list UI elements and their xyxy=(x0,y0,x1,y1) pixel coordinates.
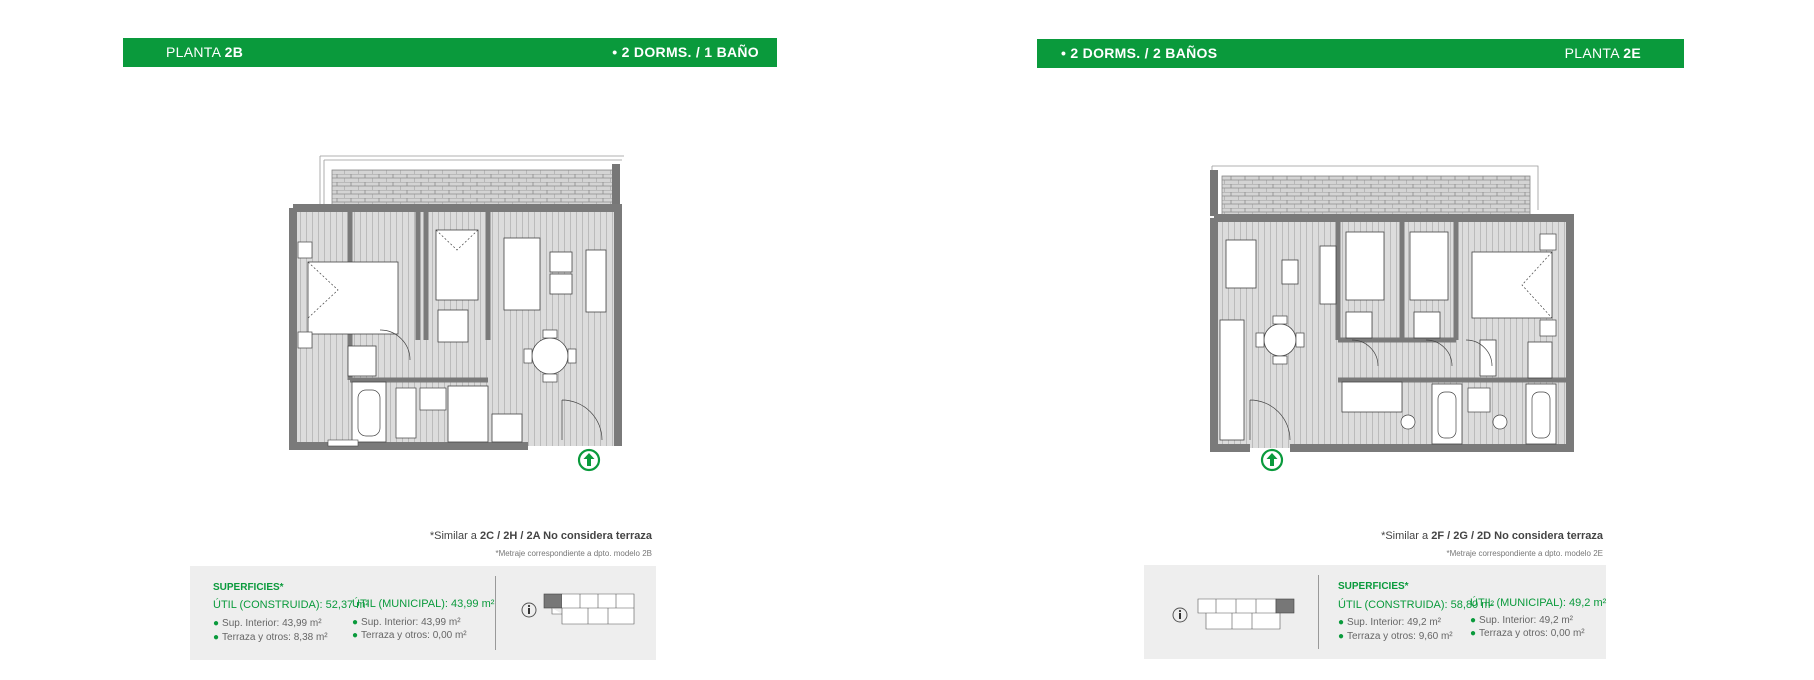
left-metraje-note: *Metraje correspondiente a dpto. modelo … xyxy=(495,549,652,558)
right-sup-interior-2: ●Sup. Interior: 49,2 m² xyxy=(1470,615,1573,626)
left-info-icon xyxy=(521,602,537,618)
right-info-icon xyxy=(1172,607,1188,623)
right-building-keyplan xyxy=(1197,598,1295,630)
right-util-municipal: ÚTIL (MUNICIPAL): 49,2 m² xyxy=(1470,597,1607,609)
right-plan-label: PLANTA 2E xyxy=(1564,45,1641,61)
left-similar-note: *Similar a 2C / 2H / 2A No considera ter… xyxy=(429,530,652,542)
right-header-banner: • 2 DORMS. / 2 BAÑOS PLANTA 2E xyxy=(1037,39,1684,68)
left-panel-divider xyxy=(495,576,496,650)
left-superficies-panel: SUPERFICIES* ÚTIL (CONSTRUIDA): 52,37 m²… xyxy=(190,566,656,660)
right-superficies-title: SUPERFICIES* xyxy=(1338,581,1409,592)
left-util-construida: ÚTIL (CONSTRUIDA): 52,37 m² xyxy=(213,599,370,611)
right-terraza-1: ●Terraza y otros: 9,60 m² xyxy=(1338,631,1453,642)
left-plan-label: PLANTA 2B xyxy=(166,44,244,60)
left-sup-interior-1: ●Sup. Interior: 43,99 m² xyxy=(213,618,322,629)
right-util-construida: ÚTIL (CONSTRUIDA): 58,80 m² xyxy=(1338,599,1495,611)
right-terraza-2: ●Terraza y otros: 0,00 m² xyxy=(1470,628,1585,639)
right-sup-interior-1: ●Sup. Interior: 49,2 m² xyxy=(1338,617,1441,628)
left-floor-plan xyxy=(289,155,624,450)
left-util-municipal: ÚTIL (MUNICIPAL): 43,99 m² xyxy=(352,598,495,610)
left-unit-type: • 2 DORMS. / 1 BAÑO xyxy=(612,44,759,60)
left-header-banner: PLANTA 2B • 2 DORMS. / 1 BAÑO xyxy=(123,38,777,67)
right-similar-note: *Similar a 2F / 2G / 2D No considera ter… xyxy=(1381,530,1603,542)
left-terraza-2: ●Terraza y otros: 0,00 m² xyxy=(352,630,467,641)
right-floor-plan xyxy=(1210,165,1574,452)
left-north-arrow-icon xyxy=(577,448,601,472)
left-building-keyplan xyxy=(543,593,635,625)
left-terraza-1: ●Terraza y otros: 8,38 m² xyxy=(213,632,328,643)
left-sup-interior-2: ●Sup. Interior: 43,99 m² xyxy=(352,617,461,628)
right-unit-type: • 2 DORMS. / 2 BAÑOS xyxy=(1061,45,1218,61)
right-panel-divider xyxy=(1318,575,1319,649)
right-metraje-note: *Metraje correspondiente a dpto. modelo … xyxy=(1446,549,1603,558)
left-superficies-title: SUPERFICIES* xyxy=(213,582,284,593)
right-superficies-panel: SUPERFICIES* ÚTIL (CONSTRUIDA): 58,80 m²… xyxy=(1144,565,1606,659)
right-north-arrow-icon xyxy=(1260,448,1284,472)
